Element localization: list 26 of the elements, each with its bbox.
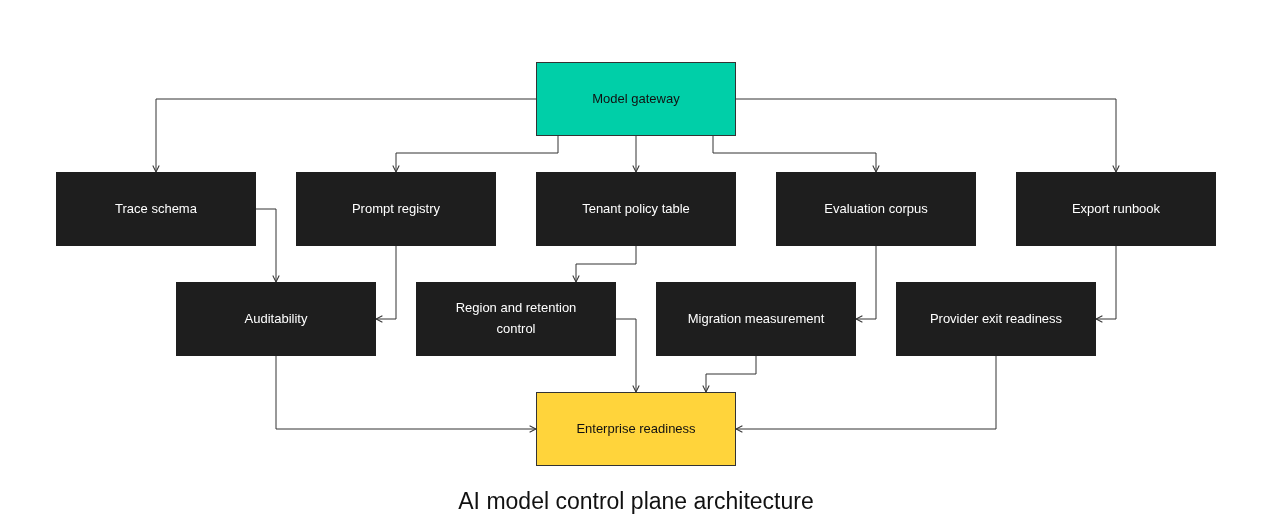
arrow [1095, 245, 1117, 323]
arrow [152, 98, 537, 173]
arrow [375, 245, 397, 323]
process-box: Model gateway [536, 62, 736, 136]
arrow [255, 208, 280, 283]
arrow [632, 135, 640, 173]
arrow [712, 135, 880, 173]
process-box: Region and retention control [416, 282, 616, 356]
arrow [572, 245, 637, 283]
arrow [735, 98, 1120, 173]
process-box: Migration measurement [656, 282, 856, 356]
process-box: Enterprise readiness [536, 392, 736, 466]
process-box: Export runbook [1016, 172, 1216, 246]
arrow [615, 318, 640, 393]
caption: AI model control plane architecture [458, 487, 814, 516]
process-box: Evaluation corpus [776, 172, 976, 246]
process-box: Provider exit readiness [896, 282, 1096, 356]
process-box: Auditability [176, 282, 376, 356]
process-box: Prompt registry [296, 172, 496, 246]
process-box: Tenant policy table [536, 172, 736, 246]
arrow [855, 245, 877, 323]
arrow [702, 355, 757, 393]
arrow [735, 355, 997, 433]
process-box: Trace schema [56, 172, 256, 246]
arrow [275, 355, 537, 433]
arrow [392, 135, 559, 173]
